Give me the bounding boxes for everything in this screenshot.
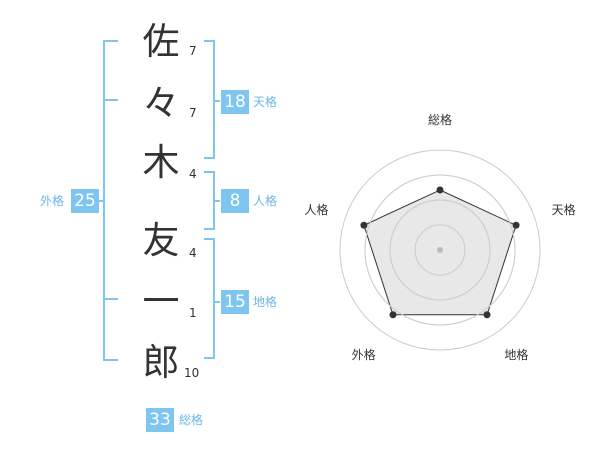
stroke-count-2: 7 [189, 106, 197, 120]
chikaku-label: 地格 [253, 295, 278, 309]
radar-point-2 [512, 221, 520, 229]
stroke-count-1: 7 [189, 44, 197, 58]
name-char-2: 々 [142, 82, 180, 125]
radar-inner-ring-3 [364, 174, 516, 326]
stroke-count-4: 4 [189, 246, 197, 260]
radar-inner-ring-2 [389, 199, 491, 301]
radar-axis-label-5: 人格 [304, 202, 328, 217]
chikaku-badge: 15 [221, 290, 249, 314]
radar-center-dot [437, 247, 443, 253]
stroke-count-6: 10 [184, 366, 200, 380]
name-char-3: 木 [142, 141, 180, 184]
radar-point-1 [436, 186, 444, 194]
radar-axis-label-2: 天格 [552, 202, 576, 217]
radar-point-3 [483, 311, 491, 319]
tenkaku-badge: 18 [221, 90, 249, 114]
name-char-1: 佐 [142, 20, 180, 63]
name-char-5: 一 [142, 280, 180, 323]
stroke-count-3: 4 [189, 167, 197, 181]
radar-point-5 [360, 221, 368, 229]
gaikaku-badge: 25 [71, 189, 99, 213]
soukaku-badge: 33 [146, 408, 174, 432]
gaikaku-label: 外格 [40, 194, 65, 208]
chikaku-bracket [204, 238, 215, 359]
soukaku-label: 総格 [179, 413, 204, 427]
tenkaku-label: 天格 [253, 95, 278, 109]
radar-inner-ring-1 [414, 224, 466, 276]
stroke-count-5: 1 [189, 306, 197, 320]
radar-axis-label-4: 外格 [352, 347, 376, 362]
tenkaku-bracket [204, 40, 215, 159]
name-char-6: 郎 [142, 341, 180, 384]
name-char-4: 友 [142, 219, 180, 262]
radar-axis-label-1: 総格 [428, 112, 452, 127]
radar-point-4 [389, 311, 397, 319]
jinkaku-badge: 8 [221, 189, 249, 213]
radar-axis-label-3: 地格 [504, 347, 528, 362]
jinkaku-label: 人格 [253, 194, 278, 208]
